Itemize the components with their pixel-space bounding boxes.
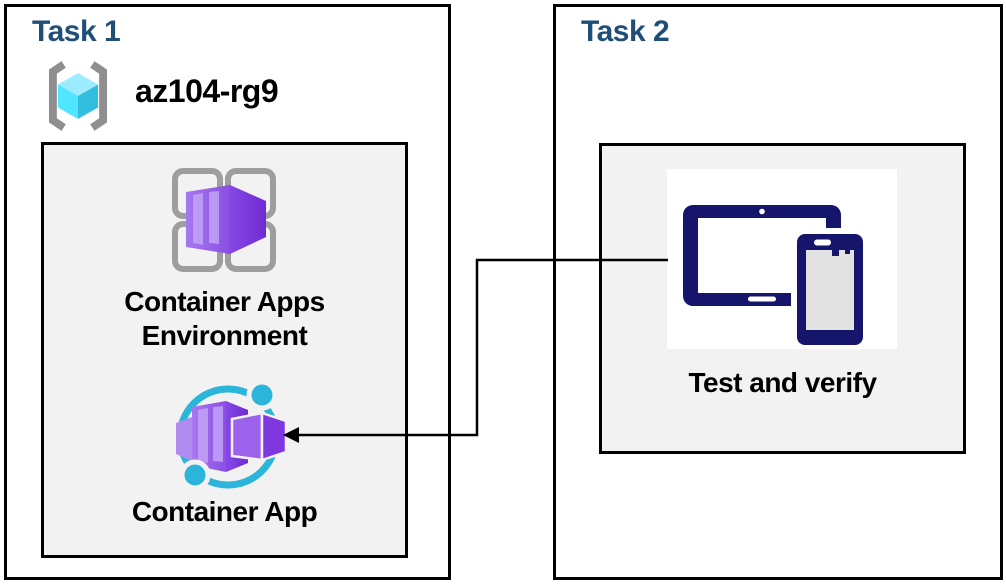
- task1-title: Task 1: [32, 15, 121, 48]
- test-devices-icon: [683, 205, 869, 351]
- task2-title: Task 2: [581, 15, 670, 48]
- device-card: [667, 169, 897, 351]
- resource-group-name: az104-rg9: [135, 73, 279, 109]
- container-app-label: Container App: [131, 496, 318, 527]
- container-apps-group-box: Container Apps Environment: [41, 142, 408, 558]
- task1-panel: Task 1 az104-rg9: [4, 4, 451, 580]
- resource-group-icon: [48, 61, 108, 131]
- environment-label-line2: Environment: [141, 320, 308, 351]
- test-verify-label: Test and verify: [688, 367, 877, 398]
- environment-label: Container Apps Environment: [44, 285, 405, 353]
- environment-label-line1: Container Apps: [124, 286, 325, 317]
- container-app-icon: [176, 379, 288, 491]
- task2-panel: Task 2 Test and verify: [553, 4, 1003, 580]
- container-apps-environment-icon: [172, 168, 276, 272]
- test-verify-box: Test and verify: [599, 143, 966, 454]
